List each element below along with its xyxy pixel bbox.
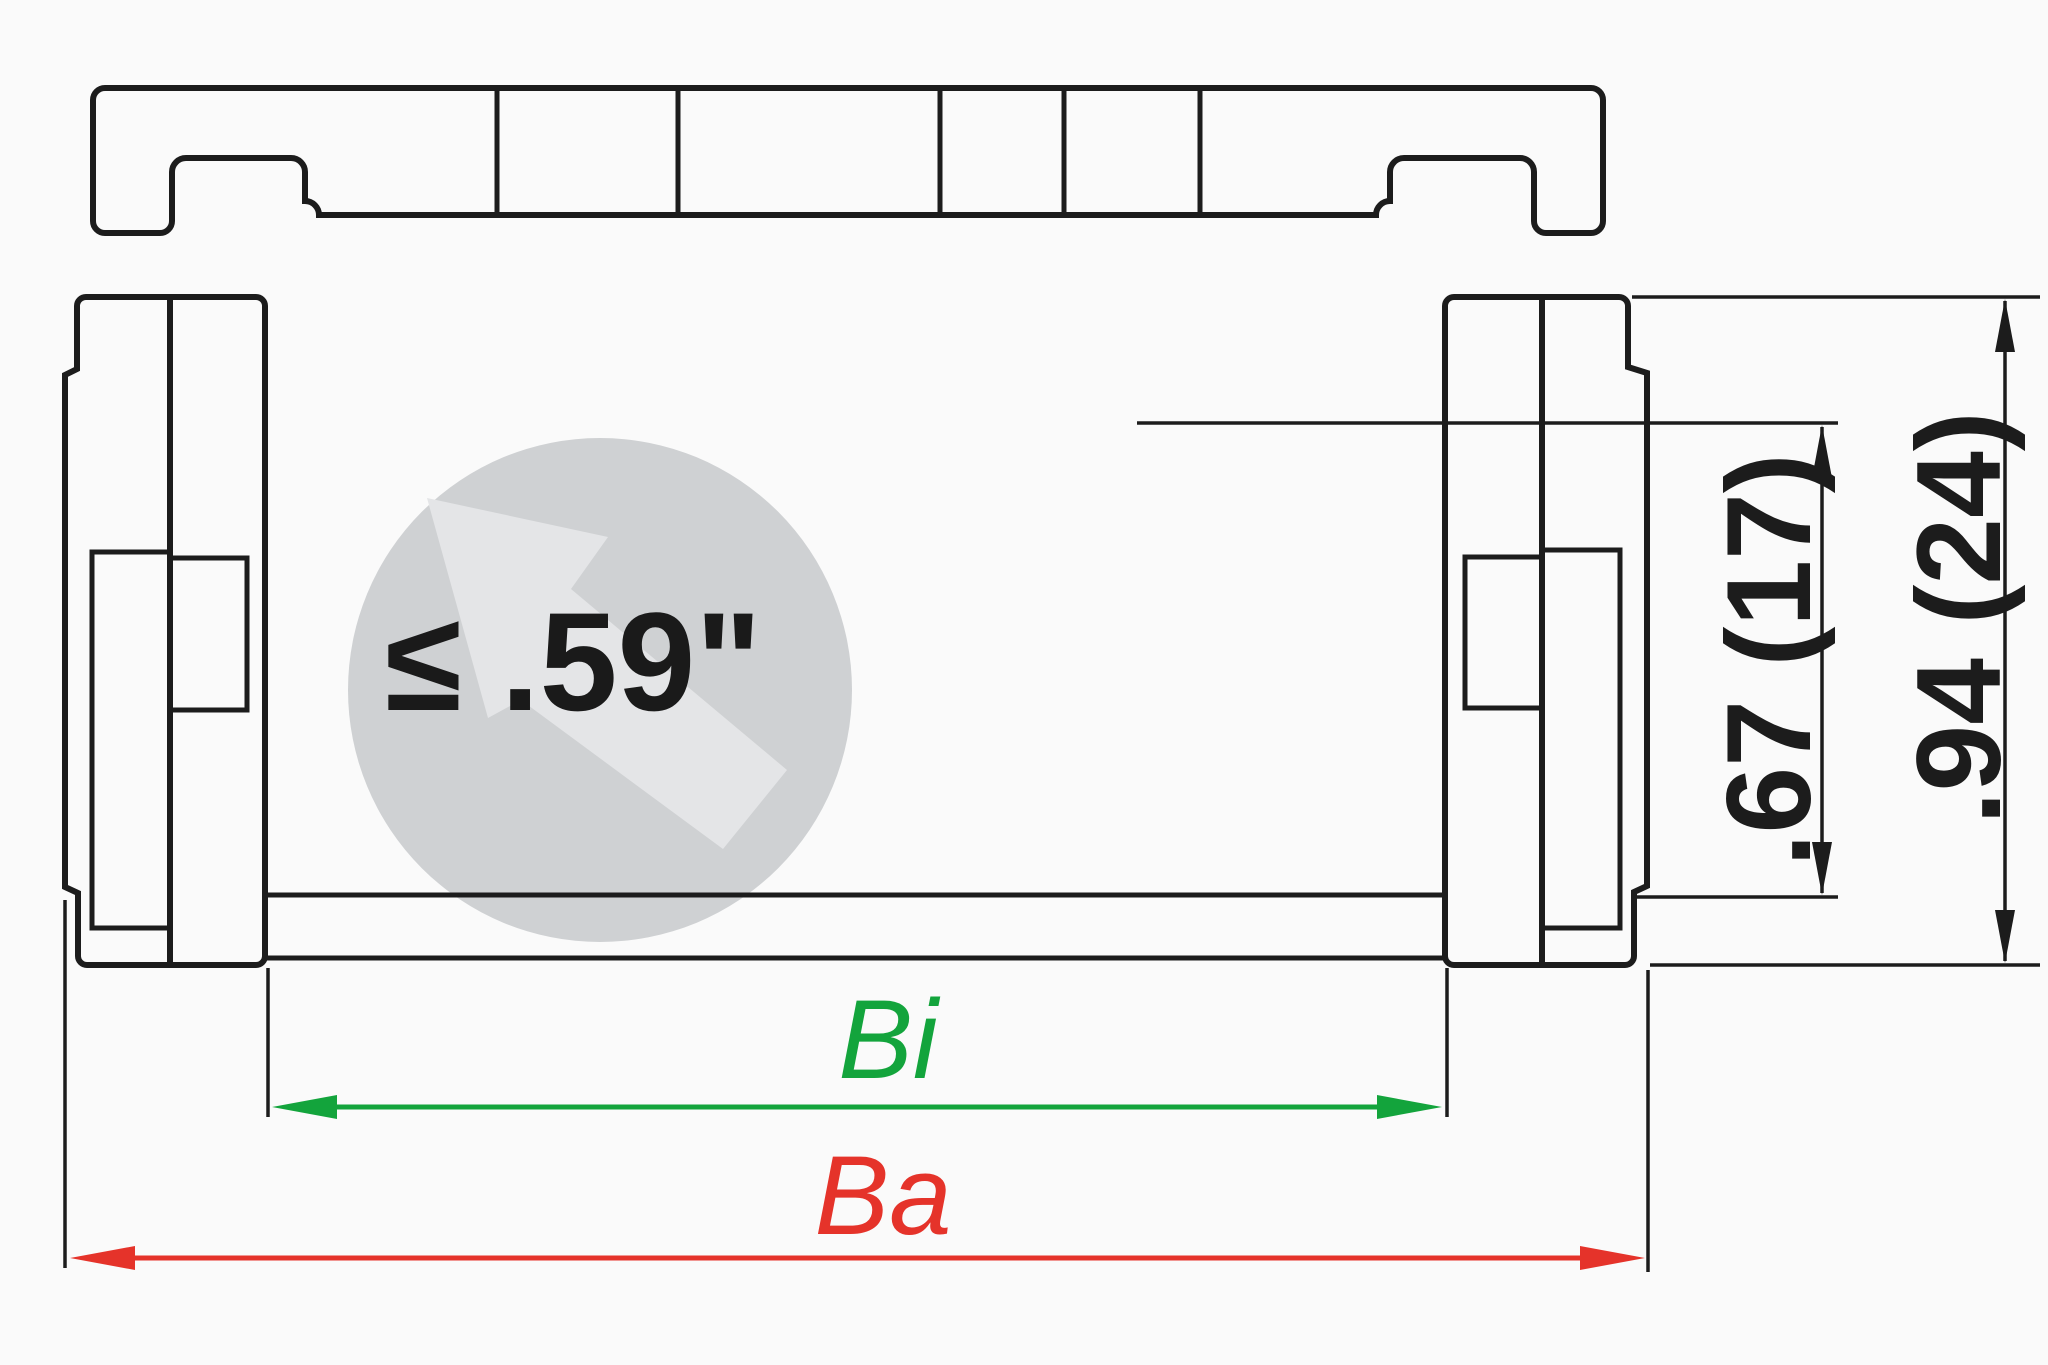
- arrowhead-right-icon: [1580, 1246, 1645, 1270]
- left-outer-pocket: [89, 549, 170, 931]
- arrowhead-left-icon: [70, 1246, 135, 1270]
- cursor-arrow-icon: [427, 498, 787, 849]
- left-sidewall-outline: [62, 294, 268, 968]
- arrowhead-down-icon: [1812, 842, 1832, 895]
- top-crossbar: [90, 85, 1606, 236]
- bottom-crossband: [265, 892, 1445, 961]
- right-sidewall: [1442, 294, 1650, 968]
- outer-height-label: .94 (24): [1892, 411, 2026, 825]
- dim-inner-width-ext-lines: [266, 968, 1449, 1117]
- crossbar-outline: [90, 85, 1606, 236]
- inner-height-label: .67 (17): [1702, 453, 1836, 867]
- dim-outer-height: .94 (24): [1632, 295, 2040, 967]
- arrowhead-down-icon: [1995, 910, 2015, 963]
- right-sidewall-outline: [1442, 294, 1650, 968]
- dim-outer-width: Ba: [63, 900, 1650, 1272]
- right-outer-pocket: [1542, 547, 1623, 931]
- clearance-text: ≤ .59": [385, 583, 762, 740]
- dim-inner-height-lines: [1137, 421, 1838, 899]
- left-inner-pocket: [170, 555, 250, 713]
- left-sidewall: [62, 294, 268, 968]
- clearance-badge: ≤ .59": [348, 438, 852, 942]
- dim-inner-width: Bi: [266, 968, 1449, 1119]
- arrowhead-up-icon: [1812, 425, 1832, 478]
- outer-width-label: Ba: [815, 1133, 952, 1258]
- dim-outer-width-ext-lines: [63, 900, 1650, 1272]
- right-inner-pocket: [1462, 554, 1542, 711]
- crossbar-segment-dividers: [494, 91, 1203, 212]
- inner-width-label: Bi: [838, 977, 941, 1102]
- dim-inner-height: .67 (17): [1137, 421, 1838, 899]
- dim-outer-height-lines: [1632, 295, 2040, 967]
- arrowhead-right-icon: [1377, 1095, 1442, 1119]
- arrowhead-up-icon: [1995, 299, 2015, 352]
- arrowhead-left-icon: [272, 1095, 337, 1119]
